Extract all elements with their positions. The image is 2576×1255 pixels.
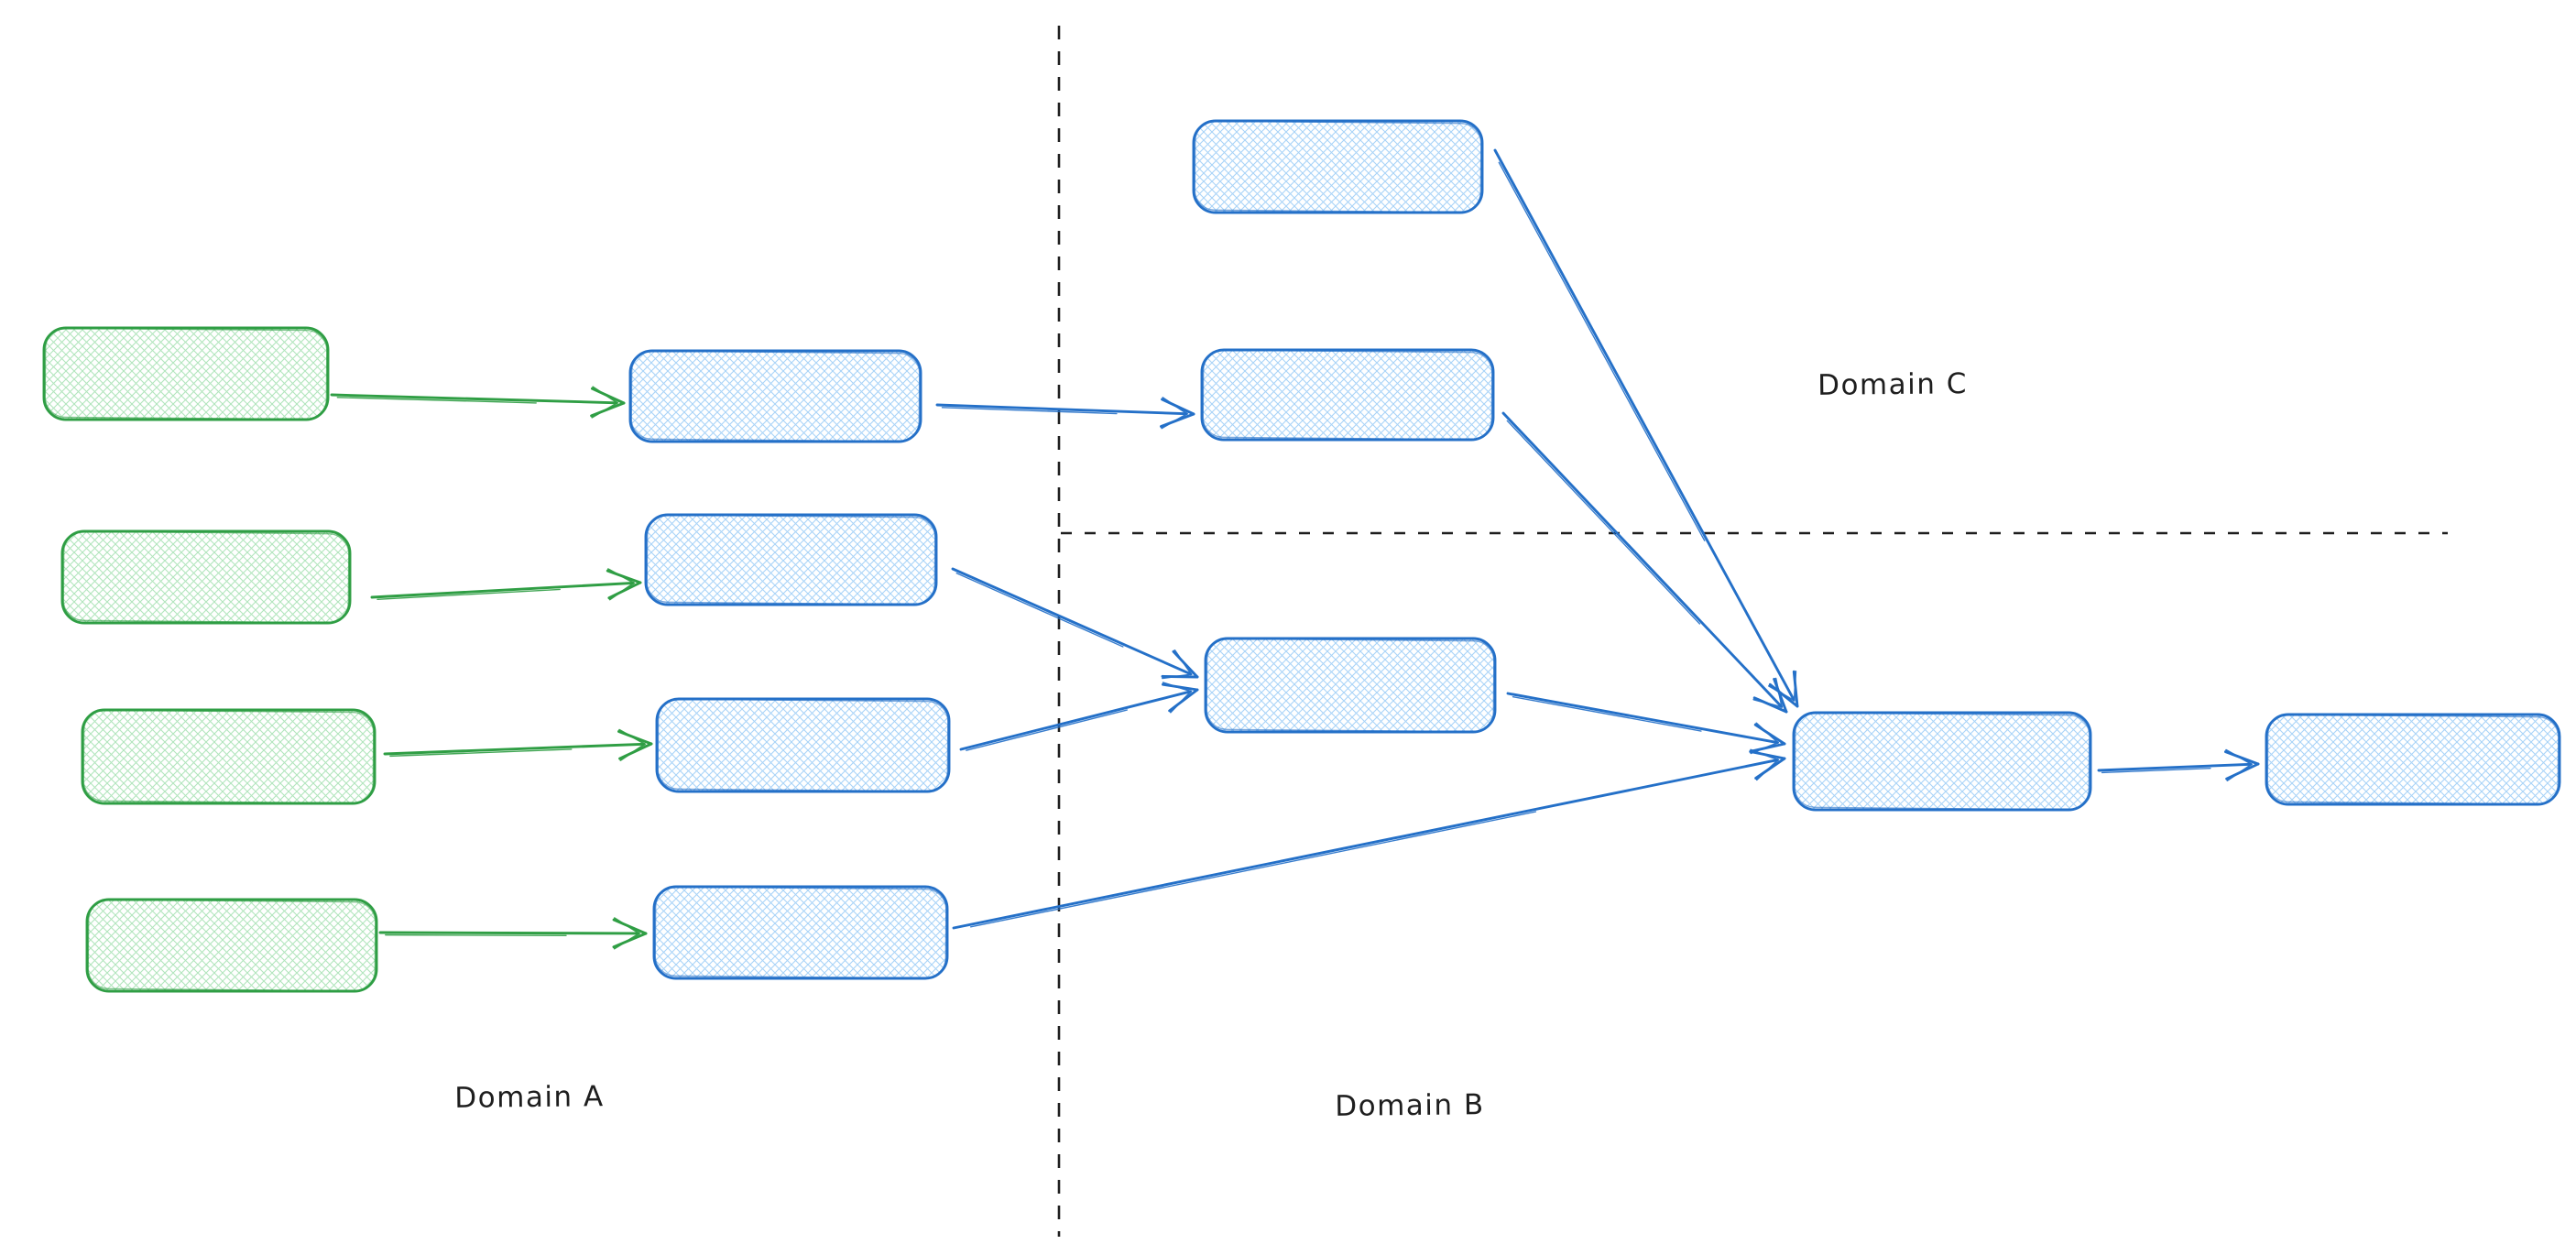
arrow-hub-output — [2097, 748, 2260, 781]
domain-b-hub-box — [1792, 711, 2092, 812]
domain-a-input-box-2 — [60, 529, 352, 625]
arrow-process3-merge — [959, 682, 1199, 751]
arrow-input1-process1 — [330, 386, 626, 419]
arrow-process4-hub — [952, 748, 1786, 930]
domain-a-process-box-4 — [652, 885, 949, 980]
arrow-process1-domainc — [935, 397, 1195, 430]
arrow-process2-merge — [951, 567, 1199, 680]
arrows-layer — [330, 148, 2260, 950]
domain-c-box-top — [1192, 119, 1484, 214]
domain-a-process-box-1 — [628, 349, 922, 443]
arrow-domainc-top-hub — [1493, 148, 1799, 708]
domain-dividers-layer — [1057, 26, 2448, 1237]
arrow-merge-hub — [1506, 692, 1786, 755]
arrow-input4-process4 — [378, 917, 648, 950]
arrow-input3-process3 — [383, 728, 653, 761]
domain-a-process-box-3 — [655, 697, 951, 793]
arrow-domainc-lower-hub — [1501, 411, 1788, 714]
domain-b-merge-box — [1204, 637, 1497, 734]
arrow-input2-process2 — [370, 568, 642, 601]
domain-a-process-box-2 — [644, 513, 938, 606]
domain-b-output-box — [2265, 713, 2561, 806]
domain-a-input-box-1 — [42, 326, 330, 421]
nodes-layer — [42, 119, 2561, 993]
domain-a-input-box-4 — [85, 898, 378, 993]
domain-a-input-box-3 — [81, 708, 377, 805]
domain-c-box-lower — [1200, 348, 1495, 442]
